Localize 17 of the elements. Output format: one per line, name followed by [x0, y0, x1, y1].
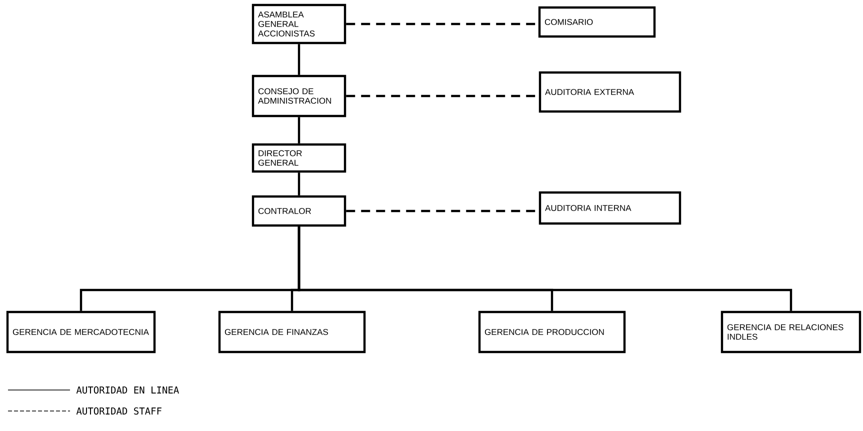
org-box: GERENCIA DE MERCADOTECNIA: [6, 310, 156, 354]
org-box: CONTRALOR: [252, 195, 346, 227]
org-box: AUDITORIA EXTERNA: [538, 71, 682, 113]
org-box: ASAMBLEA GENERAL ACCIONISTAS: [252, 4, 346, 44]
connector-line: [298, 117, 300, 144]
connector-line: [298, 226, 792, 311]
org-box: GERENCIA DE PRODUCCION: [478, 310, 626, 354]
org-box: GERENCIA DE FINANZAS: [218, 310, 366, 354]
org-box: GERENCIA DE RELACIONES INDLES: [720, 310, 862, 354]
org-box: COMISARIO: [538, 6, 656, 38]
org-box: CONSEJO DE ADMINISTRACION: [252, 74, 346, 118]
org-box: DIRECTOR GENERAL: [252, 143, 346, 173]
org-box: AUDITORIA INTERNA: [538, 191, 682, 225]
legend-text: AUTORIDAD EN LINEA: [76, 386, 179, 394]
connector-line: [298, 44, 300, 75]
legend-text: AUTORIDAD STAFF: [76, 407, 162, 415]
connector-line: [298, 172, 300, 196]
